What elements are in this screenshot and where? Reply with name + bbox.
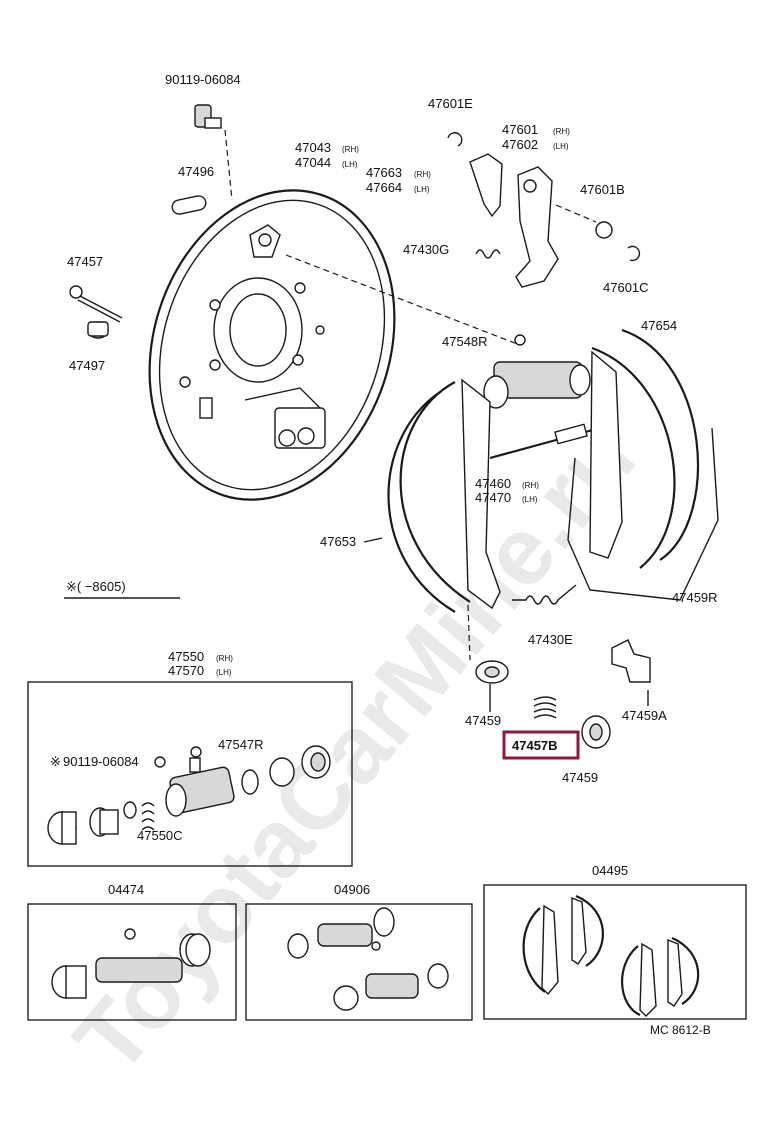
suffix-rh: (RH) (522, 481, 539, 490)
suffix-lh: (LH) (342, 160, 358, 169)
washer-47601b-drawing (595, 221, 613, 239)
part-label-47601B[interactable]: 47601B (580, 182, 625, 197)
leader-dashed (285, 254, 521, 346)
suffix-lh: (LH) (553, 142, 569, 151)
cable-guide-47459r-drawing (567, 427, 719, 601)
part-label-47470[interactable]: 47470 (475, 490, 511, 505)
part-label-47653[interactable]: 47653 (320, 534, 356, 549)
suffix-lh: (LH) (522, 495, 538, 504)
part-label-47550C[interactable]: 47550C (137, 828, 183, 843)
part-label-04495[interactable]: 04495 (592, 863, 628, 878)
spring-47457b-drawing (533, 696, 557, 719)
highlight-box-47457B (502, 730, 580, 760)
leader-dashed-lower (467, 604, 471, 661)
part-label-47044[interactable]: 47044 (295, 155, 331, 170)
kit-04474-drawing (51, 928, 211, 999)
part-label-47496[interactable]: 47496 (178, 164, 214, 179)
part-label-47570[interactable]: 47570 (168, 663, 204, 678)
part-label-47430E[interactable]: 47430E (528, 632, 573, 647)
suffix-lh: (LH) (414, 185, 430, 194)
wheel-cylinder-assembly-drawing (47, 745, 331, 845)
part-label-47459-left[interactable]: 47459 (465, 713, 501, 728)
kit-box-04474 (27, 903, 237, 1021)
part-label-47550[interactable]: 47550 (168, 649, 204, 664)
part-label-47430G[interactable]: 47430G (403, 242, 449, 257)
kit-04495-drawing (522, 894, 700, 1017)
clip-47459a-drawing (611, 639, 651, 683)
wheel-cylinder-assembly-box (27, 681, 353, 867)
kit-box-04906 (245, 903, 473, 1021)
plug-47496-drawing (171, 195, 207, 215)
part-label-47601[interactable]: 47601 (502, 122, 538, 137)
part-label-04474[interactable]: 04474 (108, 882, 144, 897)
part-label-04906[interactable]: 04906 (334, 882, 370, 897)
suffix-rh: (RH) (553, 127, 570, 136)
part-label-47457B[interactable]: 47457B (512, 738, 558, 753)
part-label-47459A[interactable]: 47459A (622, 708, 667, 723)
date-range-note: ※( −8605) (66, 579, 126, 594)
cup-47459-left-drawing (475, 660, 509, 684)
shoe-left-drawing (387, 378, 501, 613)
backing-plate-drawing (148, 189, 396, 501)
wheel-cylinder-drawing (483, 334, 591, 409)
part-label-47547R[interactable]: 47547R (218, 737, 264, 752)
part-label-47043[interactable]: 47043 (295, 140, 331, 155)
parking-lever-drawing (515, 166, 597, 288)
plate-47663-drawing (469, 153, 503, 218)
cup-47459-right-drawing (581, 715, 611, 749)
spring-47430e-drawing (512, 584, 577, 605)
shoe-right-drawing (589, 328, 700, 569)
part-label-47457[interactable]: 47457 (67, 254, 103, 269)
part-label-47601C[interactable]: 47601C (603, 280, 649, 295)
part-label-90119-06084-box[interactable]: 90119-06084 (63, 754, 139, 769)
clip-47601c-drawing (627, 245, 641, 262)
part-label-47663[interactable]: 47663 (366, 165, 402, 180)
part-label-47602[interactable]: 47602 (502, 137, 538, 152)
bleeder-screw-drawing (194, 104, 233, 201)
part-label-47497[interactable]: 47497 (69, 358, 105, 373)
leader-line-47653 (363, 537, 383, 543)
note-mark: ※ (50, 754, 61, 769)
cup-47497-drawing (87, 321, 109, 339)
part-label-47654[interactable]: 47654 (641, 318, 677, 333)
clip-47601e-drawing (447, 132, 463, 147)
part-label-90119-06084-top[interactable]: 90119-06084 (165, 72, 241, 87)
spring-47430g-drawing (475, 249, 501, 259)
kit-04906-drawing (287, 907, 449, 1011)
diagram-reference-code: MC 8612-B (650, 1023, 711, 1037)
adjuster-47460-drawing (489, 423, 601, 460)
part-label-47460[interactable]: 47460 (475, 476, 511, 491)
kit-box-04495 (483, 884, 747, 1020)
part-label-47548R[interactable]: 47548R (442, 334, 488, 349)
part-label-47664[interactable]: 47664 (366, 180, 402, 195)
suffix-lh: (LH) (216, 668, 232, 677)
pin-47457-drawing (69, 285, 123, 323)
part-label-47459-right[interactable]: 47459 (562, 770, 598, 785)
suffix-rh: (RH) (342, 145, 359, 154)
part-label-47601E[interactable]: 47601E (428, 96, 473, 111)
suffix-rh: (RH) (414, 170, 431, 179)
part-label-47459R[interactable]: 47459R (672, 590, 718, 605)
suffix-rh: (RH) (216, 654, 233, 663)
